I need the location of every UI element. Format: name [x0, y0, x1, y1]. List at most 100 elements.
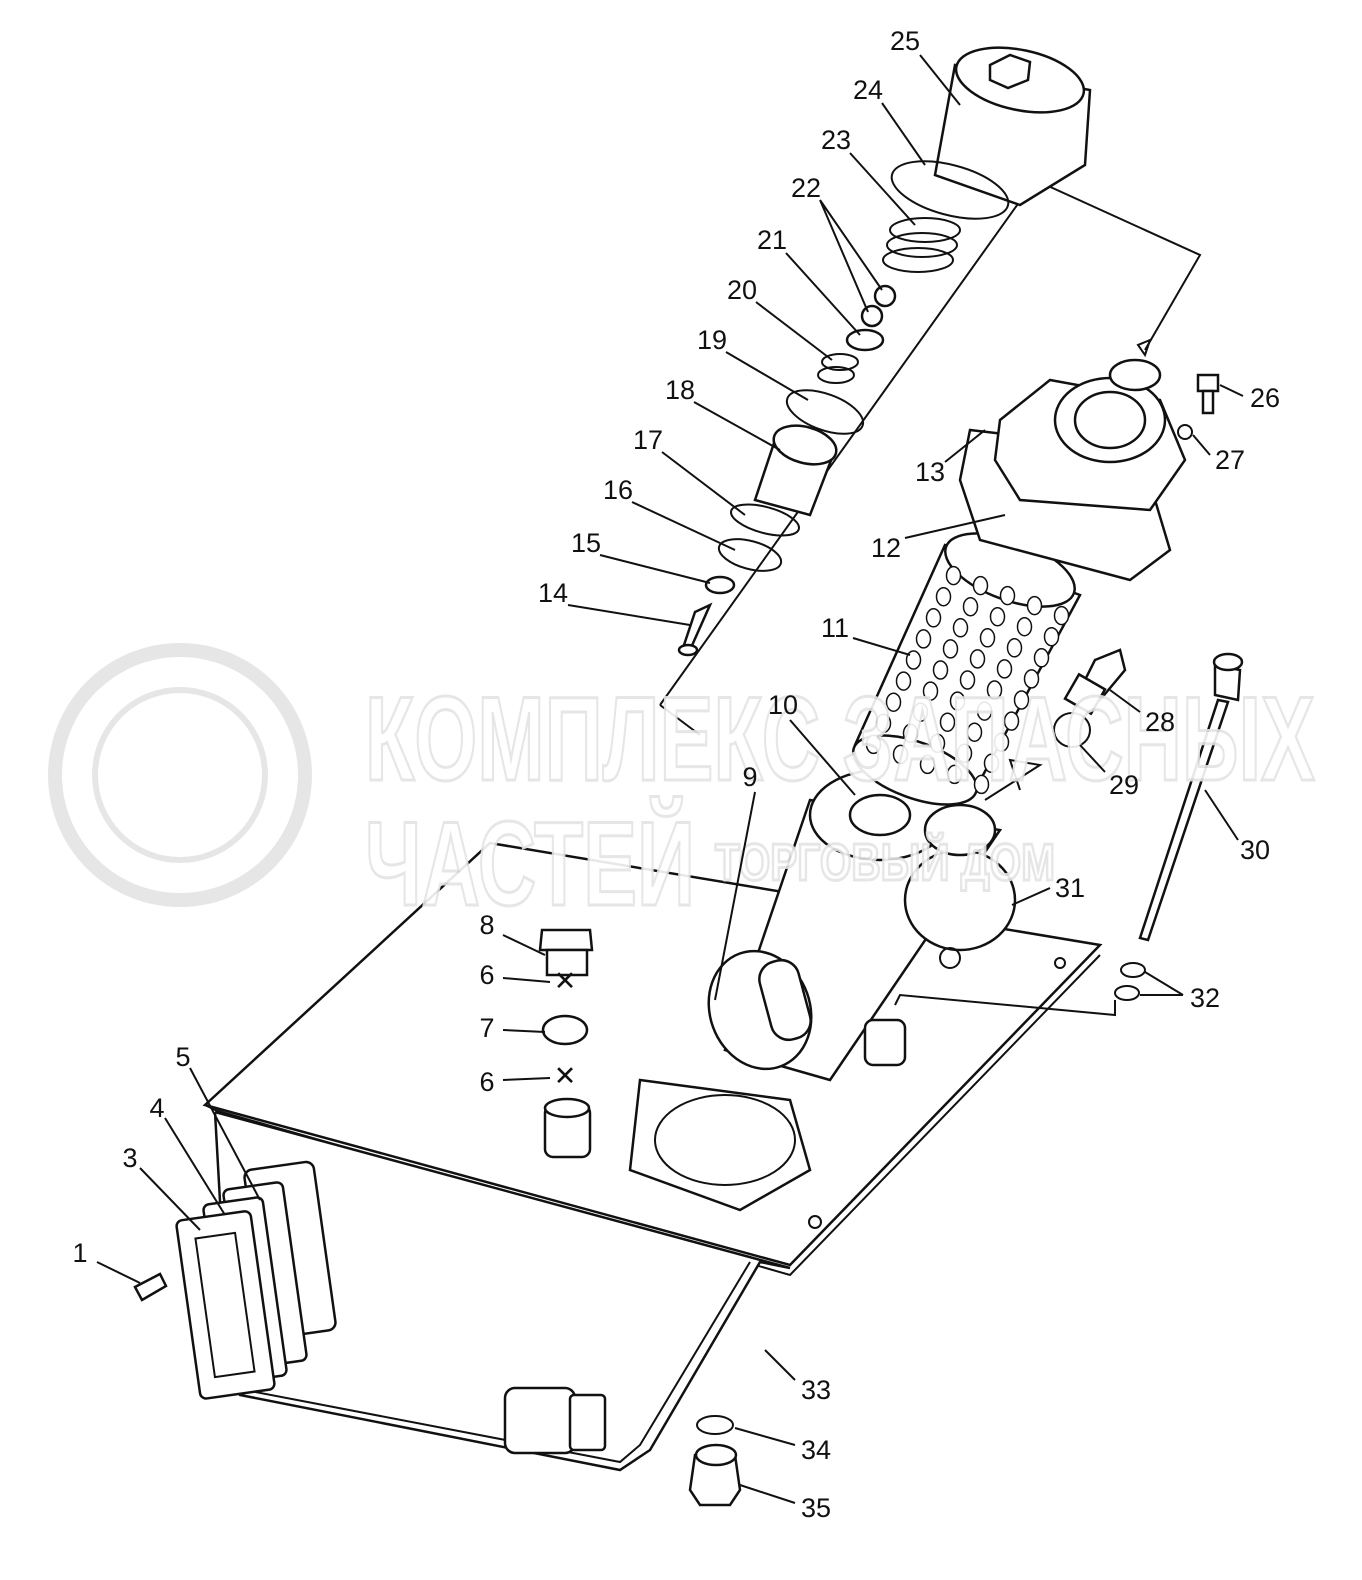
magnet-7	[541, 1014, 589, 1046]
label-30: 30	[1240, 835, 1270, 865]
filter-hole	[919, 754, 936, 775]
part-labels: 25 24 23 22 21 20 19 18 17 16 15 14 13 1…	[72, 26, 1280, 1523]
filter-hole	[999, 585, 1016, 606]
label-22: 22	[791, 173, 821, 203]
valve-seat-18	[753, 424, 838, 517]
bushing	[543, 1097, 592, 1159]
filter-hole	[979, 628, 996, 648]
cover-13	[993, 358, 1187, 512]
ring-16	[717, 538, 783, 572]
label-14: 14	[538, 578, 568, 608]
label-18: 18	[665, 375, 695, 405]
frame-tick	[659, 704, 701, 736]
label-31: 31	[1055, 873, 1085, 903]
filter-hole	[966, 722, 983, 742]
filter-hole	[952, 618, 969, 638]
filter-hole	[939, 712, 956, 732]
filter-hole	[993, 732, 1010, 752]
fitting-28	[1063, 648, 1127, 716]
label-21: 21	[757, 225, 787, 255]
label-16: 16	[603, 475, 633, 505]
filter-hole	[962, 596, 979, 617]
nut-22b	[860, 304, 884, 328]
washer-21	[845, 328, 885, 352]
valve-assembly-frame	[659, 178, 1202, 706]
label-12: 12	[871, 533, 901, 563]
bolt-1	[133, 1272, 168, 1302]
filter-hole	[865, 734, 882, 755]
filter-hole	[956, 743, 973, 764]
label-6-second: 6	[479, 1067, 494, 1097]
filter-hole	[972, 575, 989, 596]
filter-hole	[983, 753, 1000, 774]
washer-15	[704, 575, 736, 595]
filter-hole	[949, 691, 966, 711]
filter-perforation	[865, 565, 1070, 795]
bolt-26	[1196, 373, 1220, 415]
filter-hole	[875, 713, 892, 734]
filter-head-31	[903, 803, 1017, 969]
label-19: 19	[697, 325, 727, 355]
filter-hole	[922, 681, 939, 701]
label-34: 34	[801, 1435, 831, 1465]
label-3: 3	[122, 1143, 137, 1173]
filter-hole	[1013, 690, 1030, 710]
label-23: 23	[821, 125, 851, 155]
o-ring-19	[785, 389, 865, 435]
filter-hole	[1023, 669, 1040, 689]
filter-hole	[976, 701, 993, 721]
label-26: 26	[1250, 383, 1280, 413]
o-ring-32b	[1114, 985, 1140, 1001]
filter-hole	[986, 680, 1003, 700]
spring-20	[817, 353, 859, 384]
label-32: 32	[1190, 983, 1220, 1013]
filter-hole	[929, 733, 946, 754]
filter-hole	[989, 606, 1006, 627]
valve-cap-25	[933, 46, 1092, 207]
label-11: 11	[821, 613, 849, 643]
filter-hole	[973, 774, 990, 795]
o-ring-29	[1053, 712, 1091, 748]
filter-hole	[1006, 638, 1023, 658]
plug-8	[538, 928, 594, 977]
filter-hole	[912, 702, 929, 722]
side-cover-plates	[175, 1160, 337, 1400]
label-17: 17	[633, 425, 663, 455]
filter-hole	[1026, 595, 1043, 616]
label-1: 1	[72, 1238, 87, 1268]
filter-element-11	[851, 532, 1082, 806]
leader-lines	[96, 54, 1244, 1504]
filter-hole	[925, 608, 942, 628]
filter-hole	[895, 671, 912, 691]
label-25: 25	[890, 26, 920, 56]
filter-hole	[902, 723, 919, 744]
washer-6-mark-2: ✕	[554, 1061, 577, 1091]
filter-hole	[1003, 711, 1020, 731]
label-35: 35	[801, 1493, 831, 1523]
screw-14	[677, 602, 713, 657]
label-15: 15	[571, 528, 601, 558]
nut-22a	[873, 284, 897, 308]
filter-hole	[996, 659, 1013, 679]
label-7: 7	[479, 1013, 494, 1043]
suction-fitting	[503, 1386, 607, 1455]
filter-hole	[1033, 648, 1050, 668]
watermark-line-3: ТОРГОВЫЙ ДОМ	[715, 833, 1055, 892]
arrow-head	[1136, 338, 1152, 358]
o-ring-24	[890, 160, 1010, 220]
filter-hole	[1016, 616, 1033, 637]
label-8: 8	[479, 910, 494, 940]
filter-hole	[1053, 605, 1070, 626]
label-33: 33	[801, 1375, 831, 1405]
filter-hole	[946, 764, 963, 785]
o-ring-32a	[1120, 962, 1146, 978]
label-13: 13	[915, 457, 945, 487]
washer-6-mark: ✕	[554, 966, 577, 996]
filter-hole	[945, 565, 962, 586]
filter-hole	[1043, 626, 1060, 647]
flow-arrow	[984, 758, 1043, 801]
bracket-32	[894, 993, 1116, 1017]
spring-23	[882, 217, 961, 273]
